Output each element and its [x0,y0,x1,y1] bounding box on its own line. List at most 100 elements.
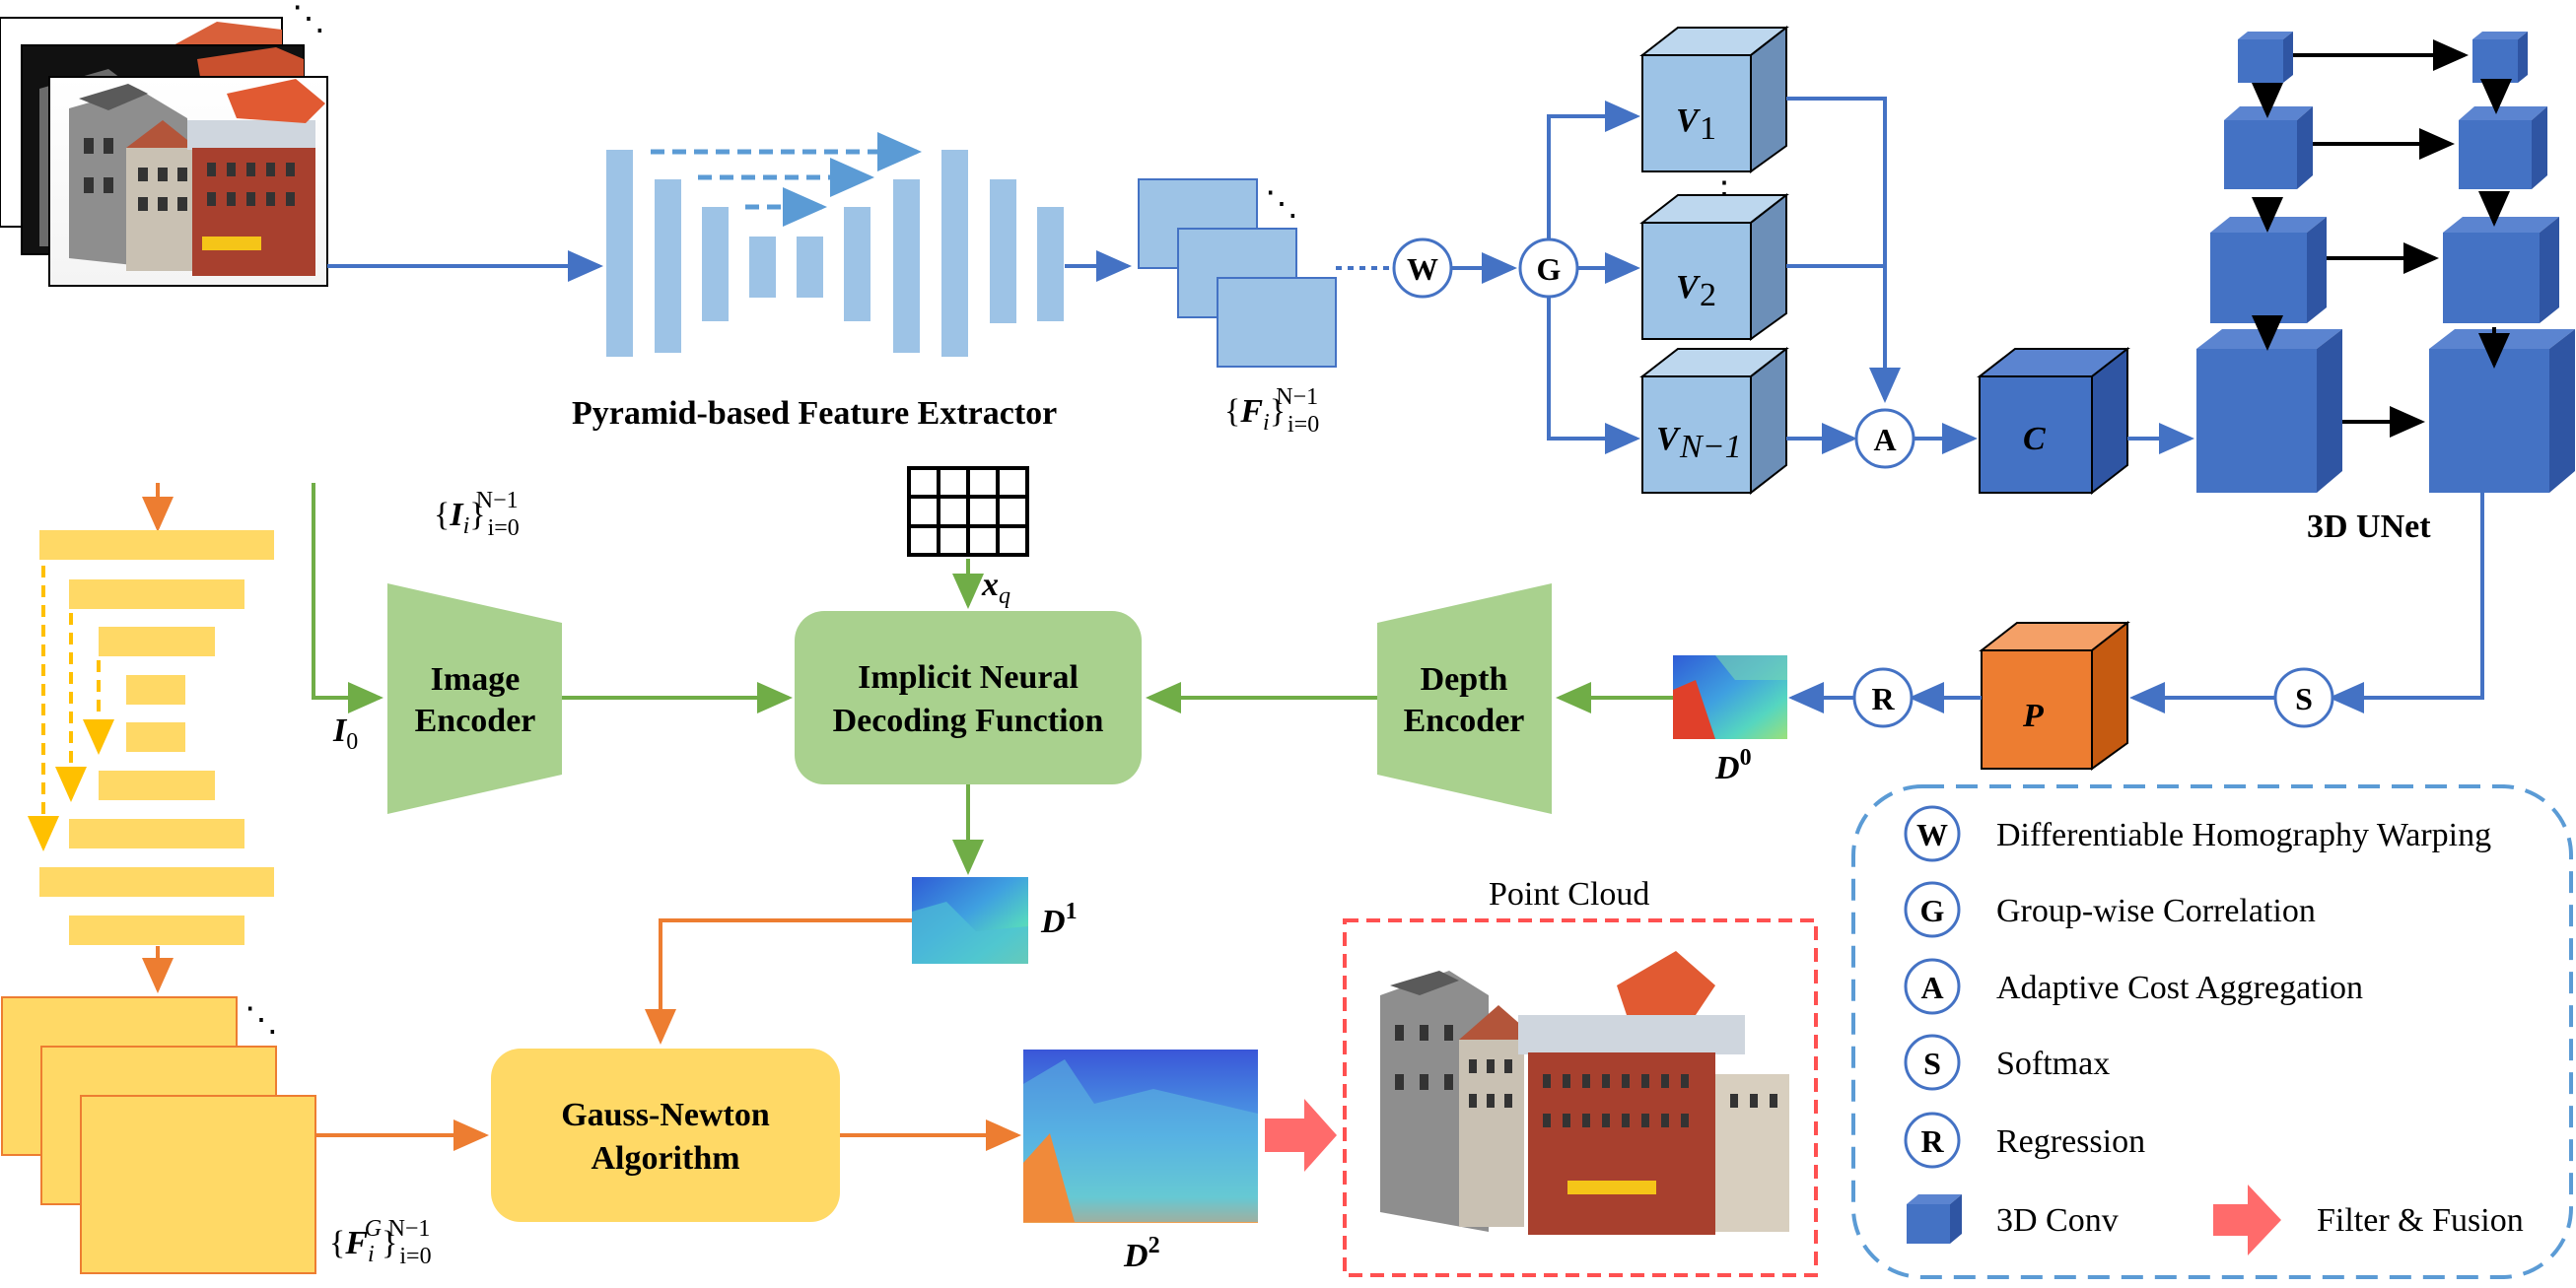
op-regression: R [1852,667,1914,728]
svg-text:Filter & Fusion: Filter & Fusion [2317,1202,2524,1239]
legend-item-group: G Group-wise Correlation [1904,881,2316,938]
svg-text:{FiG}i=0N−1: {FiG}i=0N−1 [329,1216,432,1269]
arrows-volumes-to-aggregation [1786,97,1901,454]
legend-item-regression: R Regression [1904,1112,2145,1169]
svg-text:W: W [1407,251,1438,287]
point-cloud-image [1380,951,1789,1235]
svg-text:S: S [2295,681,2313,716]
svg-text:R: R [1920,1123,1944,1159]
d0-label: D0 [1714,745,1752,786]
svg-text:P: P [2022,698,2044,734]
svg-text:Algorithm: Algorithm [591,1140,739,1177]
images-set-label: {Ii}i=0N−1 [434,488,520,541]
probability-volume: P [1979,620,2130,771]
svg-text:Depth: Depth [1421,661,1508,698]
legend: W Differentiable Homography Warping G Gr… [1851,784,2573,1279]
svg-text:Regression: Regression [1996,1123,2145,1160]
svg-text:R: R [1871,681,1895,716]
extractor-skip-connections [651,132,922,227]
svg-text:Implicit Neural: Implicit Neural [858,659,1079,696]
image-encoder: Image Encoder [387,583,562,814]
svg-text:Adaptive Cost Aggregation: Adaptive Cost Aggregation [1996,970,2363,1006]
ellipsis-g-features: ⋱ [244,1002,278,1039]
ellipsis-features: ⋱ [1265,186,1298,223]
arrow-image-to-image-encoder [312,483,383,713]
i0-label: I0 [332,712,358,755]
unet-encoder-l1 [2196,329,2342,493]
svg-text:Gauss-Newton: Gauss-Newton [561,1097,770,1133]
svg-text:Encoder: Encoder [415,703,536,739]
volume-v1: V 1 [1639,25,1789,173]
input-images-stack: ⋱ [0,1,328,287]
gauss-newton-block: Gauss-Newton Algorithm [491,1049,840,1222]
svg-text:1: 1 [1700,110,1716,147]
svg-text:2: 2 [1700,277,1716,313]
cost-volume: C [1977,346,2130,496]
svg-text:Image: Image [431,661,521,698]
svg-text:W: W [1916,817,1948,852]
unet-decoder-l3 [2459,106,2547,189]
svg-text:V: V [1676,269,1701,305]
legend-frame [1851,784,2573,1279]
arrow-unet-to-softmax [2329,493,2484,713]
svg-text:{Fi}i=0N−1: {Fi}i=0N−1 [1224,384,1319,438]
point-cloud-frame [1343,918,1818,1277]
unet-decoder-l4 [2472,32,2528,83]
legend-item-aggregation: A Adaptive Cost Aggregation [1904,958,2363,1015]
legend-item-warp: W Differentiable Homography Warping [1904,805,2491,862]
feature-maps-stack: ⋱ [1138,178,1337,368]
op-group-correlation: G [1518,237,1579,299]
unet-encoder-l3 [2224,106,2313,189]
arrow-d1-to-gauss-newton [645,918,912,1045]
svg-text:{Ii}i=0N−1: {Ii}i=0N−1 [434,488,520,541]
xq-label: xq [981,567,1010,609]
depth-map-d0 [1673,655,1787,739]
unet-3d [2196,32,2575,493]
feature-extractor [606,150,1064,357]
svg-text:A: A [1920,970,1943,1005]
features-set-label: {Fi}i=0N−1 [1224,384,1319,438]
legend-item-softmax: S Softmax [1904,1034,2110,1091]
point-cloud-title: Point Cloud [1489,876,1649,913]
unet-encoder-l4 [2238,32,2293,83]
implicit-decoder: Implicit Neural Decoding Function [795,611,1142,784]
svg-text:Softmax: Softmax [1996,1046,2110,1082]
filter-fusion-arrow [1265,1099,1337,1172]
svg-text:G: G [1920,893,1945,928]
volume-v2: V 2 [1639,192,1789,341]
g-extractor-skip-connections [28,566,114,851]
svg-text:V: V [1676,102,1701,139]
cube-icon [1907,1204,1950,1244]
legend-item-filter-fusion: Filter & Fusion [2213,1185,2524,1255]
volume-vn: V N−1 [1639,346,1789,496]
svg-text:Decoding Function: Decoding Function [833,703,1104,739]
g-features-set-label: {FiG}i=0N−1 [329,1216,432,1269]
unet-arrows [2252,39,2512,438]
query-grid-icon [907,466,1029,557]
legend-item-3d-conv: 3D Conv [1907,1194,2119,1244]
unet-decoder-l2 [2443,217,2559,323]
depth-map-d1 [912,877,1028,964]
d2-label: D2 [1123,1233,1160,1274]
svg-text:G: G [1537,251,1562,287]
svg-text:Differentiable Homography Warp: Differentiable Homography Warping [1996,817,2491,853]
depth-encoder: Depth Encoder [1377,583,1552,814]
op-softmax: S [2273,667,2334,728]
svg-text:A: A [1873,422,1896,457]
depth-map-d2 [1023,1050,1258,1223]
svg-text:3D Conv: 3D Conv [1996,1202,2119,1239]
unet-encoder-l2 [2210,217,2327,323]
geometry-feature-extractor [39,530,274,945]
svg-text:Encoder: Encoder [1404,703,1525,739]
svg-text:C: C [2023,421,2046,457]
svg-text:N−1: N−1 [1679,429,1742,465]
svg-text:V: V [1656,421,1681,457]
arrows-group-to-volumes [1547,101,1640,454]
unet-label: 3D UNet [2307,508,2431,545]
g-feature-maps-stack: ⋱ [1,996,316,1274]
d1-label: D1 [1040,899,1078,940]
unet-decoder-l1 [2429,329,2575,493]
op-aggregation: A [1854,408,1915,469]
